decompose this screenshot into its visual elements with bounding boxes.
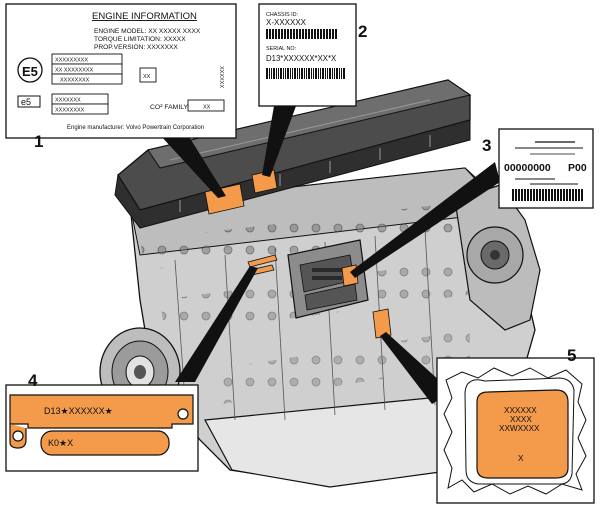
label-locations bbox=[204, 169, 392, 339]
callout-5: 5 bbox=[567, 346, 576, 365]
label-4-lower-plate bbox=[40, 430, 170, 456]
svg-text:e5: e5 bbox=[21, 97, 31, 107]
vertical-code-text: XXXXXX bbox=[218, 66, 224, 88]
spot-label-4a bbox=[247, 254, 278, 268]
chassis-id-label: CHASSIS ID: bbox=[266, 12, 298, 18]
label-1-title: ENGINE INFORMATION bbox=[92, 11, 197, 22]
leader-5 bbox=[380, 332, 452, 404]
label-1-engine-information: ENGINE INFORMATION ENGINE MODEL: XX XXXX… bbox=[5, 3, 237, 139]
code-box-e-text: XXXXXXXX bbox=[55, 108, 85, 114]
code-box-e bbox=[51, 103, 109, 115]
spot-label-5 bbox=[372, 308, 392, 339]
label-5-line-2: XXXX bbox=[510, 415, 532, 424]
label-3-number: 00000000 bbox=[504, 162, 551, 174]
label-4-line-1: D13★XXXXXX★ bbox=[44, 406, 113, 416]
engine-model-text: ENGINE MODEL: XX XXXXX XXXX bbox=[94, 28, 201, 35]
label-5-line-1: XXXXXX bbox=[504, 406, 537, 415]
callout-3: 3 bbox=[482, 136, 491, 155]
label-5-decal: XXXXXX XXXX XXWXXXX X bbox=[436, 357, 595, 504]
leader-2 bbox=[262, 106, 296, 177]
manufacturer-text: Engine manufacturer: Volvo Powertrain Co… bbox=[67, 125, 204, 131]
e5-small-mark: e5 bbox=[17, 95, 41, 108]
leader-1 bbox=[160, 135, 226, 198]
label-5-line-3: XXWXXXX bbox=[499, 424, 540, 433]
callout-1: 1 bbox=[34, 132, 43, 151]
label-3-barcode bbox=[512, 189, 584, 201]
label-4-engine-serial-plates: D13★XXXXXX★ K0★X bbox=[5, 384, 199, 472]
leader-3 bbox=[350, 162, 500, 278]
chassis-barcode bbox=[266, 29, 338, 39]
callout-4: 4 bbox=[28, 371, 38, 390]
label-2-chassis-serial: CHASSIS ID: X-XXXXXX SERIAL NO: D13*XXXX… bbox=[258, 3, 357, 107]
label-5-orange-patch bbox=[476, 389, 569, 479]
e5-approval-mark: E5 bbox=[17, 57, 43, 83]
code-box-b-text: XX XXXXXXXX bbox=[55, 68, 94, 74]
leader-4 bbox=[175, 266, 258, 382]
engine-illustration bbox=[99, 79, 541, 488]
chassis-id-value: X-XXXXXX bbox=[266, 18, 307, 27]
square-code-text: XX bbox=[143, 74, 151, 80]
engine-control-unit bbox=[287, 239, 369, 319]
serial-value: D13*XXXXXX*XX*X bbox=[266, 54, 337, 63]
svg-text:E5: E5 bbox=[22, 64, 38, 79]
label-3-code: P00 bbox=[568, 162, 587, 174]
code-box-c-text: XXXXXXXX bbox=[60, 78, 90, 84]
serial-label: SERIAL NO: bbox=[266, 46, 296, 52]
code-box-a-text: XXXXXXXXX bbox=[55, 58, 88, 64]
label-3-part-number: 00000000 P00 bbox=[498, 128, 594, 209]
prop-version-text: PROP.VERSION: XXXXXXX bbox=[94, 44, 178, 51]
serial-barcode bbox=[266, 68, 346, 79]
label-4-upper-plate bbox=[9, 394, 194, 429]
code-box-c bbox=[51, 73, 123, 85]
co2-family-value: XX bbox=[203, 105, 211, 111]
label-5-bottom: X bbox=[518, 454, 524, 463]
square-code-box bbox=[139, 67, 157, 83]
co2-family-box bbox=[187, 99, 225, 112]
label-4-line-2: K0★X bbox=[48, 438, 73, 448]
code-box-d-text: XXXXXXX bbox=[55, 98, 81, 104]
co2-family-label: CO² FAMILY: bbox=[150, 104, 190, 111]
torque-limitation-text: TORQUE LIMITATION: XXXXX bbox=[94, 36, 186, 43]
leader-lines bbox=[160, 106, 500, 404]
callout-2: 2 bbox=[358, 22, 367, 41]
